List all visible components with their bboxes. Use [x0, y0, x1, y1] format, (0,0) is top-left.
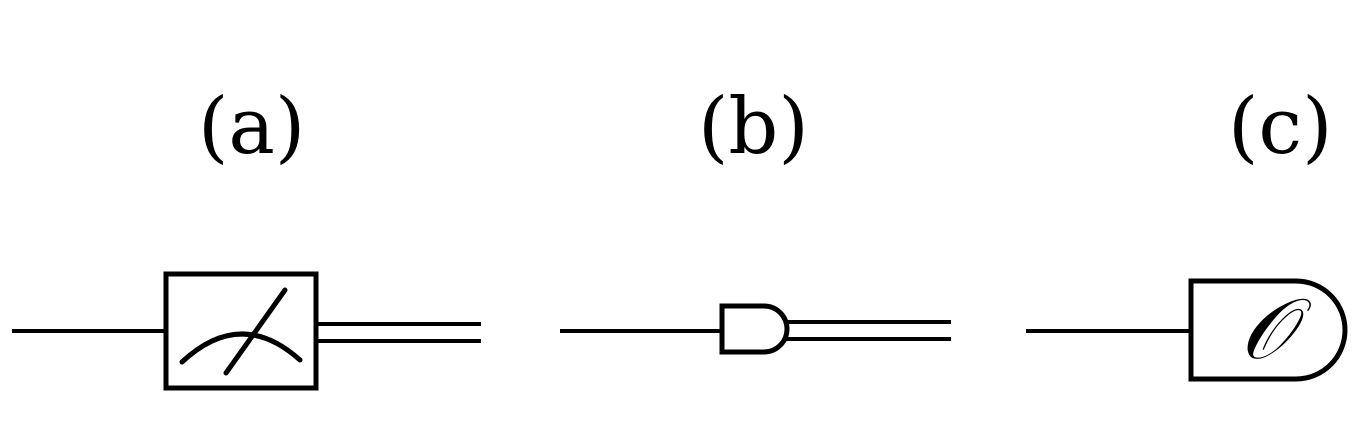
panel-b-dshape-gate	[719, 303, 790, 355]
panel-a-meter-arc-icon	[179, 331, 303, 365]
panel-label-a: (a)	[198, 82, 306, 172]
panel-c-group	[1026, 278, 1348, 382]
panel-a-group	[12, 271, 481, 391]
panel-b-group	[560, 303, 951, 355]
panel-label-c: (c)	[1228, 82, 1333, 172]
panel-a-meter-needle-icon	[223, 287, 288, 376]
observable-operator-symbol: 𝒪	[1240, 280, 1293, 378]
panel-label-b: (b)	[698, 82, 809, 172]
panel-a-meter-box	[163, 271, 319, 391]
